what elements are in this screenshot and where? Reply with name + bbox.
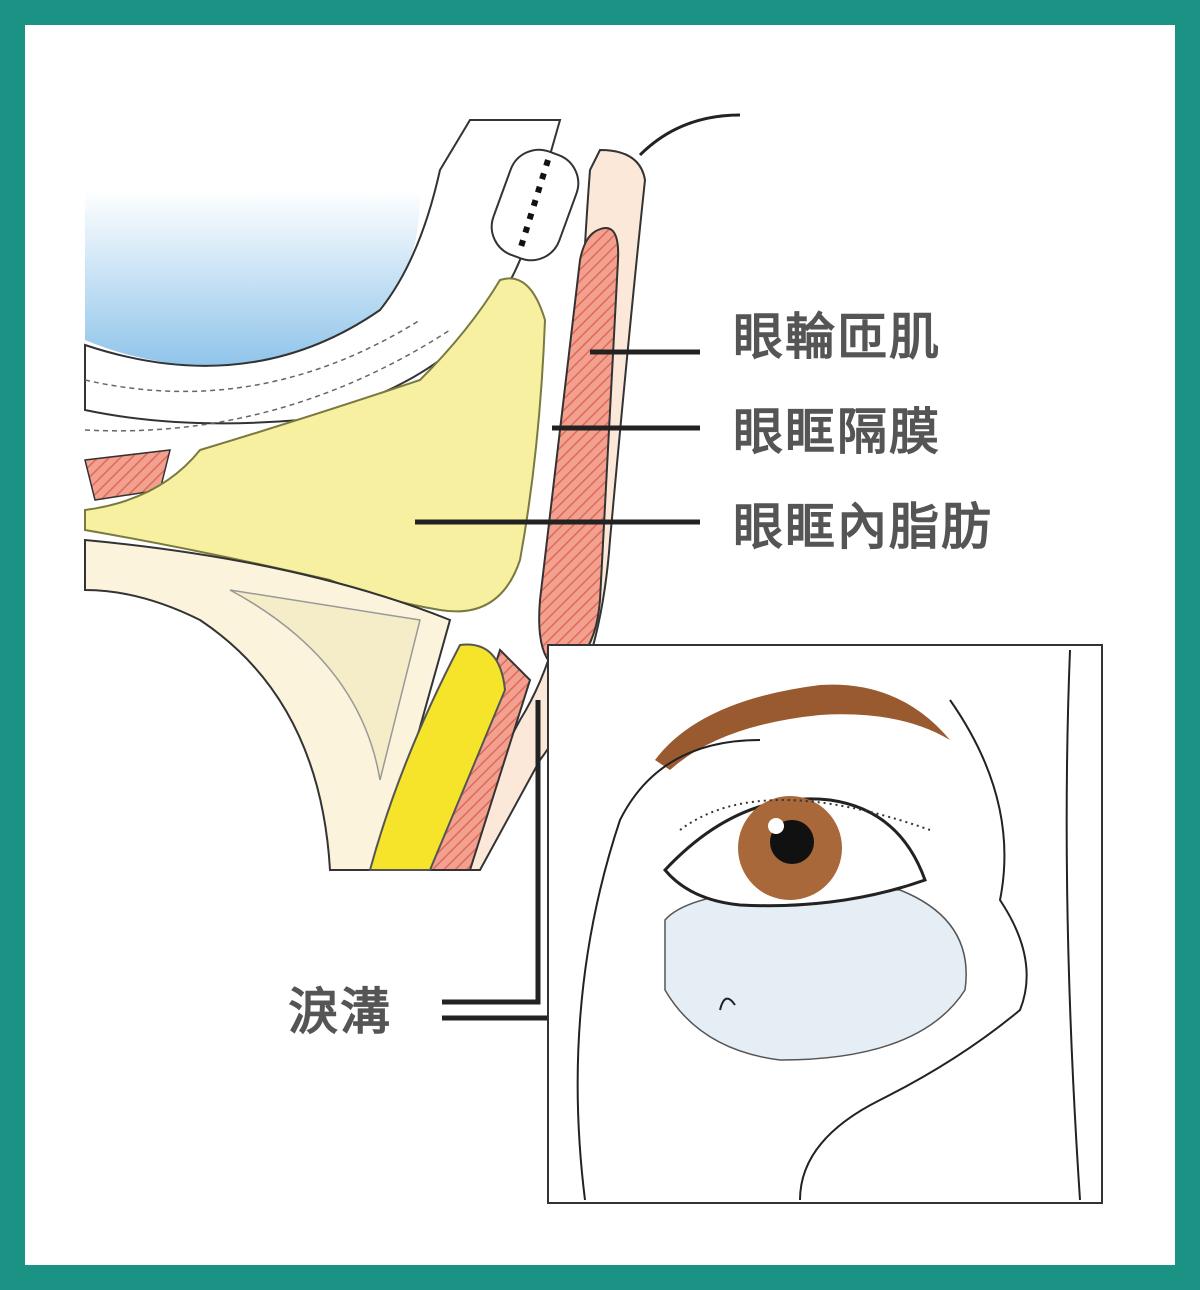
orbital-fat: [84, 277, 547, 613]
eyeball-shape: [85, 190, 420, 367]
label-orbital-septum: 眼眶隔膜: [733, 403, 941, 461]
orbicularis-muscle: [538, 227, 620, 672]
label-orbital-fat: 眼眶內脂肪: [733, 498, 993, 556]
cheek-fat: [368, 643, 507, 871]
label-tear-trough: 淚溝: [288, 983, 392, 1041]
label-orbicularis-oculi: 眼輪匝肌: [733, 308, 941, 366]
upper-lid-layer: [84, 119, 562, 425]
eyebrow: [655, 684, 950, 770]
